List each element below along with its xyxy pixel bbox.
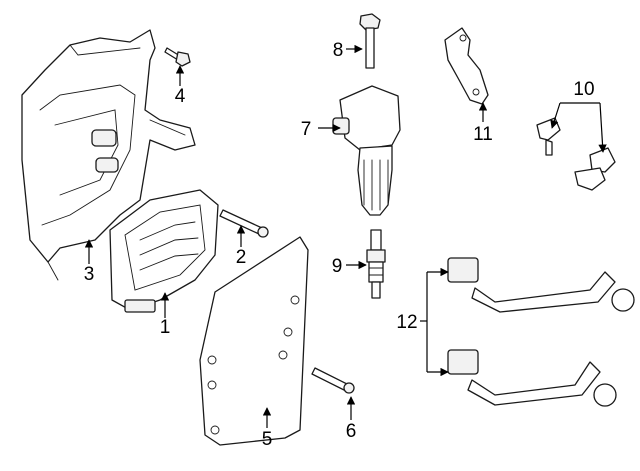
callout-labels: 1 2 3 4 5 6 7 8 9 10 11 12: [84, 40, 595, 450]
bolt-2: [219, 209, 269, 238]
callout-2: 2: [236, 247, 247, 268]
callout-4: 4: [175, 86, 186, 107]
cover-plate: [199, 236, 309, 446]
spark-plug: [366, 229, 386, 299]
callout-5: 5: [262, 429, 273, 450]
callout-11: 11: [473, 124, 493, 145]
callout-3: 3: [84, 264, 95, 285]
callout-12: 12: [396, 312, 417, 333]
callout-7: 7: [301, 119, 312, 140]
callout-10: 10: [573, 79, 594, 100]
bolt-8: [359, 13, 381, 69]
callout-9: 9: [332, 256, 343, 277]
callout-6: 6: [346, 421, 357, 442]
ecm-module: [109, 189, 219, 313]
knock-sensors: [447, 257, 635, 407]
callout-8: 8: [333, 40, 344, 61]
sensor-bracket: [444, 27, 489, 105]
ignition-coil: [332, 85, 401, 216]
callout-1: 1: [160, 317, 171, 338]
bolt-6: [311, 367, 355, 394]
leader-lines: [84, 44, 607, 428]
position-sensors: [536, 117, 616, 191]
ecm-bracket: [21, 29, 196, 281]
bolt-4: [164, 47, 191, 67]
